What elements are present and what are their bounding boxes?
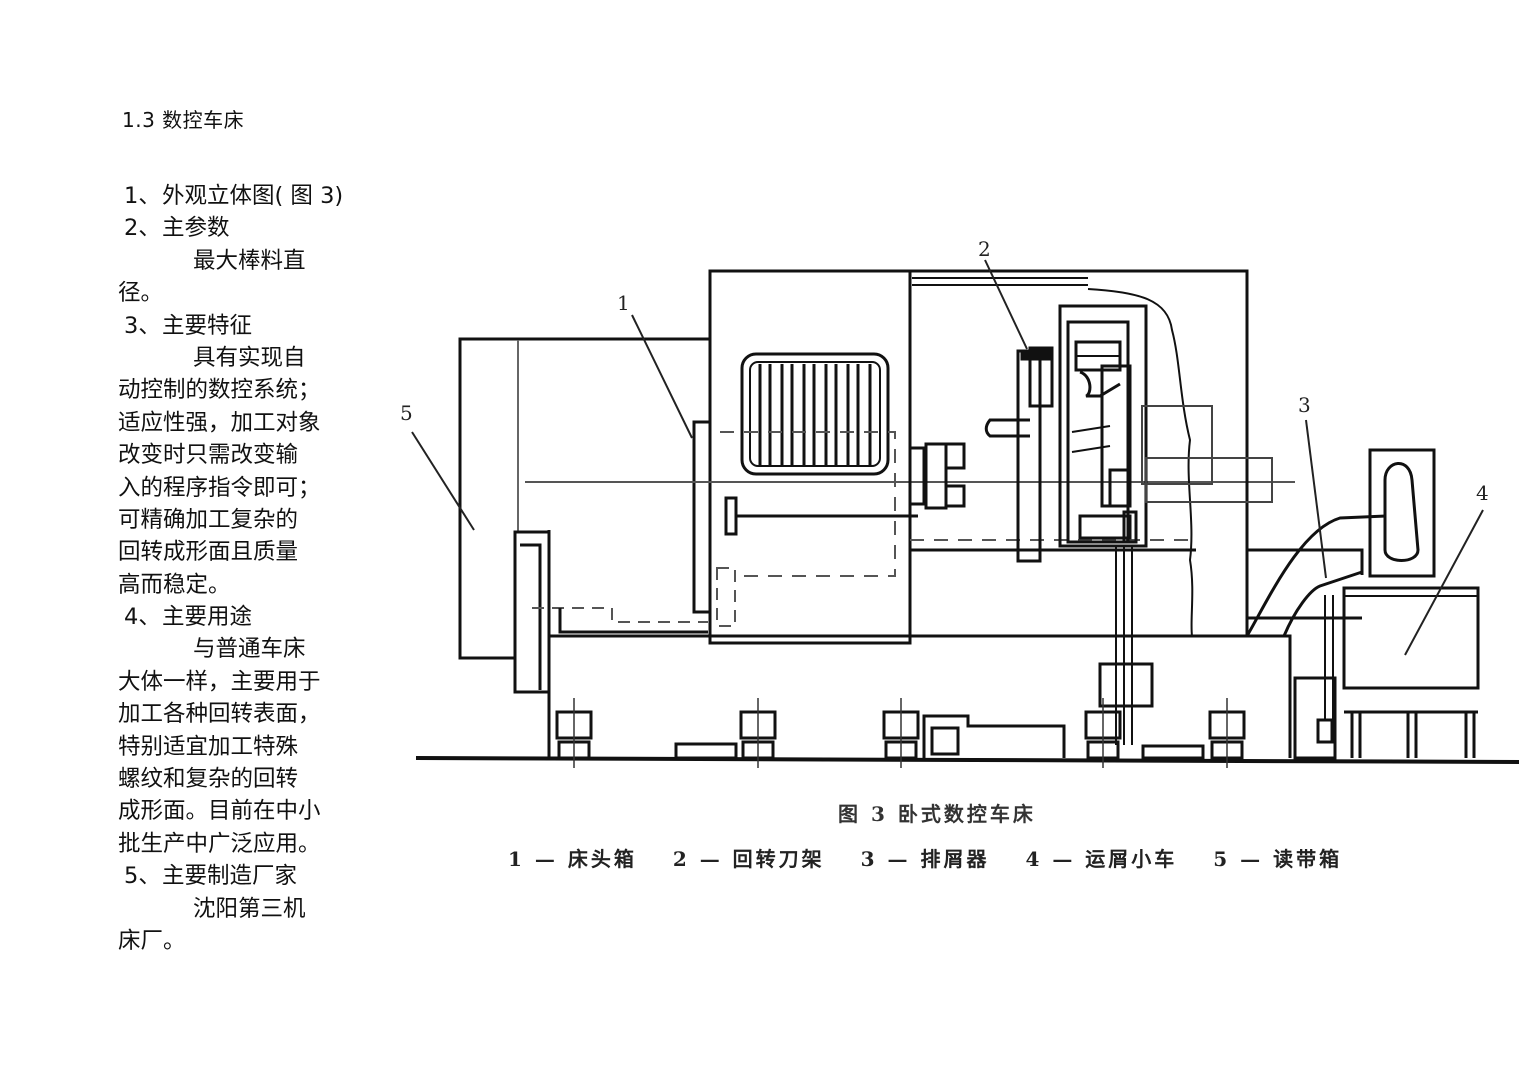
callout-3: 3 bbox=[1298, 393, 1311, 417]
paragraph-line: 床厂。 bbox=[118, 927, 186, 954]
callout-4: 4 bbox=[1476, 481, 1489, 505]
paragraph-line: 适应性强，加工对象 bbox=[118, 409, 321, 436]
paragraph-line: 动控制的数控系统； bbox=[118, 377, 321, 404]
legend-item-chip-conveyor: 3 — 排屑器 bbox=[860, 847, 990, 871]
paragraph-line: 入的程序指令即可； bbox=[118, 474, 321, 501]
legend-item-turret: 2 — 回转刀架 bbox=[672, 847, 825, 871]
list-item-appearance: 1、外观立体图( 图 3) bbox=[118, 180, 358, 212]
item-number: 5、 bbox=[124, 863, 161, 890]
callout-1: 1 bbox=[617, 291, 630, 315]
item-heading: 主要用途 bbox=[162, 604, 253, 631]
body-text-column: 1、外观立体图( 图 3) 2、主参数 最大棒料直 径。 3、主要特征 具有实现… bbox=[118, 180, 358, 957]
callout-2: 2 bbox=[978, 237, 991, 261]
paragraph-line: 沈阳第三机 bbox=[193, 895, 306, 922]
legend-item-chip-cart: 4 — 运屑小车 bbox=[1025, 847, 1178, 871]
list-item-uses: 4、主要用途 bbox=[118, 601, 358, 633]
callout-5: 5 bbox=[400, 401, 413, 425]
paragraph-line: 批生产中广泛应用。 bbox=[118, 830, 321, 857]
item-heading: 主要特征 bbox=[162, 312, 253, 339]
paragraph-line: 特别适宜加工特殊 bbox=[118, 733, 299, 760]
item-heading: 外观立体图( 图 3) bbox=[162, 183, 344, 209]
paragraph-line: 螺纹和复杂的回转 bbox=[118, 766, 299, 793]
lathe-line-drawing: 1 2 3 4 5 bbox=[400, 237, 1519, 768]
item-number: 3、 bbox=[124, 312, 161, 339]
item-heading: 主参数 bbox=[162, 215, 230, 242]
list-item-manufacturer: 5、主要制造厂家 bbox=[118, 860, 358, 892]
item-number: 4、 bbox=[124, 604, 161, 631]
paragraph-line: 与普通车床 bbox=[193, 636, 306, 663]
item-number: 1、 bbox=[124, 183, 161, 209]
paragraph-line: 具有实现自 bbox=[193, 344, 306, 371]
legend-item-headstock: 1 — 床头箱 bbox=[508, 847, 637, 871]
paragraph-line: 大体一样，主要用于 bbox=[118, 668, 321, 695]
item-number: 2、 bbox=[124, 215, 161, 242]
item-heading: 主要制造厂家 bbox=[162, 863, 298, 890]
paragraph-line: 改变时只需改变输 bbox=[118, 442, 299, 469]
legend-item-tape-reader: 5 — 读带箱 bbox=[1213, 847, 1343, 871]
list-item-main-params: 2、主参数 bbox=[118, 212, 358, 244]
paragraph-line: 回转成形面且质量 bbox=[118, 539, 299, 566]
list-item-features: 3、主要特征 bbox=[118, 310, 358, 342]
paragraph-line: 成形面。目前在中小 bbox=[118, 798, 321, 825]
figure-caption: 图 3 卧式数控车床 bbox=[838, 802, 1036, 826]
lathe-diagram: 1 2 3 4 5 bbox=[400, 225, 1519, 785]
figure-legend: 1 — 床头箱 2 — 回转刀架 3 — 排屑器 4 — 运屑小车 5 — 读带… bbox=[508, 843, 1368, 872]
section-title: 1.3 数控车床 bbox=[122, 108, 245, 132]
paragraph-line: 径。 bbox=[118, 280, 164, 307]
paragraph-line: 可精确加工复杂的 bbox=[118, 506, 299, 533]
paragraph-line: 最大棒料直 bbox=[193, 247, 306, 274]
paragraph-line: 高而稳定。 bbox=[118, 571, 231, 598]
paragraph-line: 加工各种回转表面， bbox=[118, 701, 321, 728]
